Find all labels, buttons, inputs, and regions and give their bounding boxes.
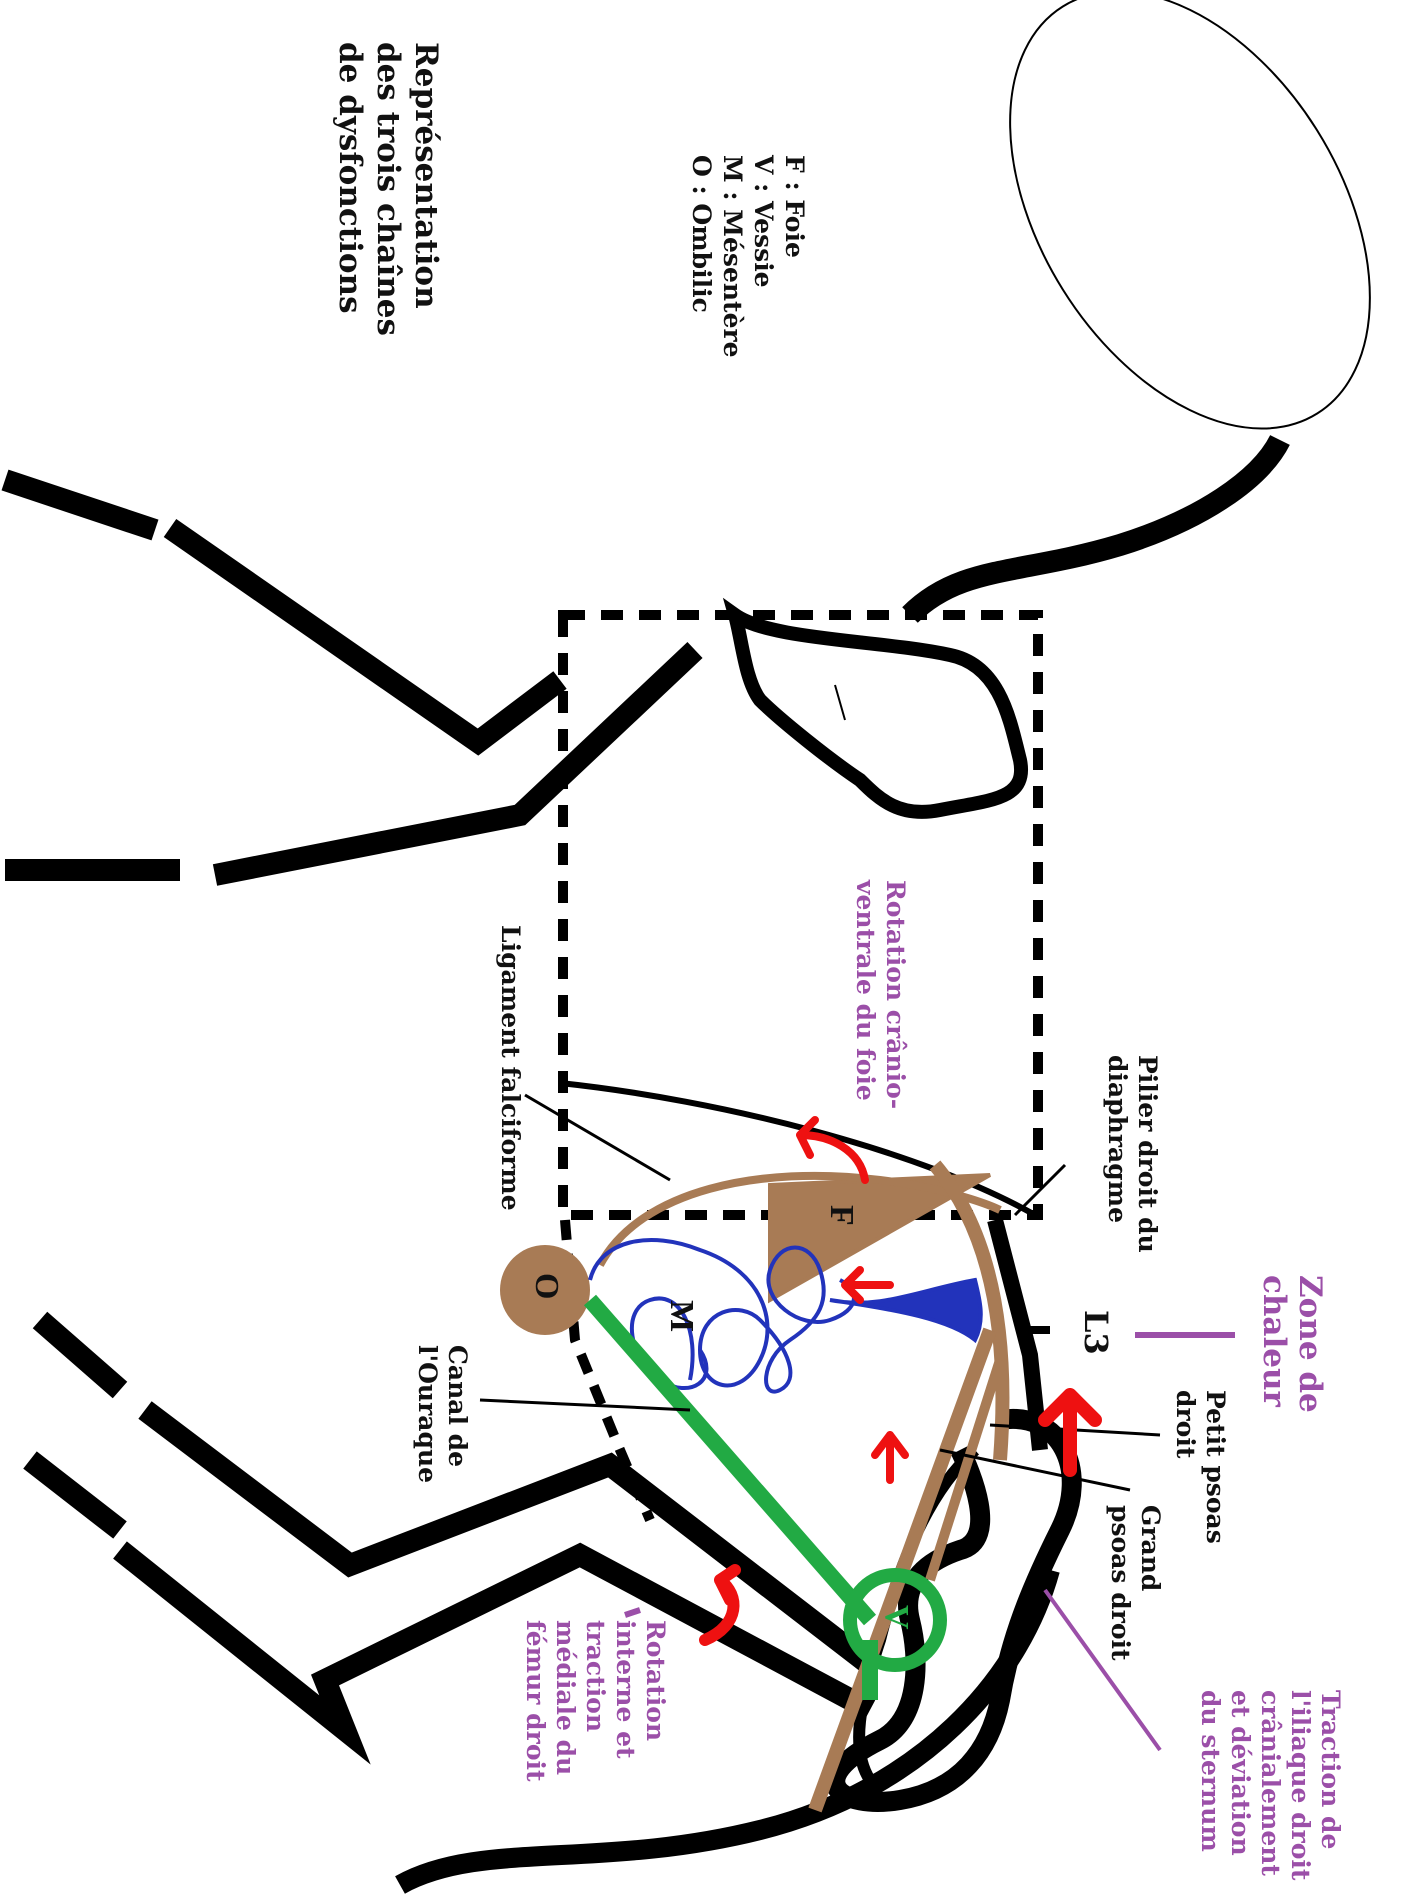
letter-f: F <box>822 1205 860 1226</box>
traction-line-5: du sternum <box>1195 1690 1225 1880</box>
legend-vessie: V : Vessie <box>748 155 779 358</box>
rotation-foie-line-1: Rotation crânio- <box>880 880 910 1109</box>
label-pilier-diaphragme: Pilier droit du diaphragme <box>1102 1055 1162 1253</box>
neck-line <box>910 440 1280 615</box>
rotation-femur-line-1: Rotation <box>640 1620 670 1782</box>
leg-2-segment-1 <box>30 1460 120 1530</box>
traction-line-2: l'iliaque droit <box>1285 1690 1315 1880</box>
rotation-femur-line-2: interne et <box>610 1620 640 1782</box>
letter-v: V <box>877 1605 915 1630</box>
label-petit-psoas: Petit psoas droit <box>1170 1390 1230 1544</box>
letter-m: M <box>662 1300 700 1332</box>
shoulder-mark <box>835 685 845 720</box>
grand-psoas-line-1: Grand <box>1135 1505 1165 1661</box>
diagram-title: Représentation des trois chaînes de dysf… <box>331 42 445 336</box>
rotation-foie-line-2: ventrale du foie <box>850 880 880 1109</box>
arm-segment-1 <box>5 480 155 530</box>
rotation-femur-line-4: médiale du <box>550 1620 580 1782</box>
petit-psoas-line-1: Petit psoas <box>1200 1390 1230 1544</box>
traction-line-4: et déviation <box>1225 1690 1255 1880</box>
arm-segment-2 <box>170 528 560 742</box>
label-zone-chaleur: Zone de chaleur <box>1256 1275 1328 1413</box>
legend-mesentere: M : Mésentère <box>717 155 748 358</box>
shoulder-outline <box>735 615 1021 812</box>
leader-ligament <box>525 1095 670 1180</box>
legend: F : Foie V : Vessie M : Mésentère O : Om… <box>686 155 810 358</box>
traction-line-1: Traction de <box>1315 1690 1345 1880</box>
legend-foie: F : Foie <box>779 155 810 358</box>
label-traction-iliaque: Traction de l'iliaque droit crânialement… <box>1195 1690 1345 1880</box>
label-ligament-falciforme: Ligament falciforme <box>496 925 525 1211</box>
rotation-femur-line-3: traction <box>580 1620 610 1782</box>
arrow-mesentery <box>845 1270 890 1300</box>
leg-1-segment-2 <box>145 1410 870 1665</box>
zone-line-1: Zone de <box>1292 1275 1328 1413</box>
arrow-liver-rotation <box>800 1120 865 1180</box>
label-rotation-foie: Rotation crânio- ventrale du foie <box>850 880 910 1109</box>
arm-segment-3 <box>215 650 695 875</box>
zone-line-2: chaleur <box>1256 1275 1292 1413</box>
leg-1-segment-1 <box>40 1320 120 1390</box>
label-grand-psoas: Grand psoas droit <box>1105 1505 1165 1661</box>
label-l3: L3 <box>1077 1310 1115 1355</box>
canal-line-2: l'Ouraque <box>412 1345 442 1483</box>
title-line-2: des trois chaînes <box>369 42 407 336</box>
canal-line-1: Canal de <box>442 1345 472 1483</box>
pilier-line-1: Pilier droit du <box>1132 1055 1162 1253</box>
title-line-1: Représentation <box>407 42 445 336</box>
head-outline <box>936 0 1423 493</box>
title-line-3: de dysfonctions <box>331 42 369 336</box>
traction-line-3: crânialement <box>1255 1690 1285 1880</box>
label-rotation-femur: Rotation interne et traction médiale du … <box>520 1620 670 1782</box>
letter-o: O <box>527 1273 565 1299</box>
grand-psoas-line-2: psoas droit <box>1105 1505 1135 1661</box>
arrow-psoas <box>875 1435 905 1480</box>
leader-canal <box>480 1400 690 1410</box>
leader-rotation-femur <box>625 1610 640 1615</box>
label-canal-ouraque: Canal de l'Ouraque <box>412 1345 472 1483</box>
petit-psoas-line-2: droit <box>1170 1390 1200 1544</box>
pilier-line-2: diaphragme <box>1102 1055 1132 1253</box>
legend-ombilic: O : Ombilic <box>686 155 717 358</box>
rotation-femur-line-5: fémur droit <box>520 1620 550 1782</box>
